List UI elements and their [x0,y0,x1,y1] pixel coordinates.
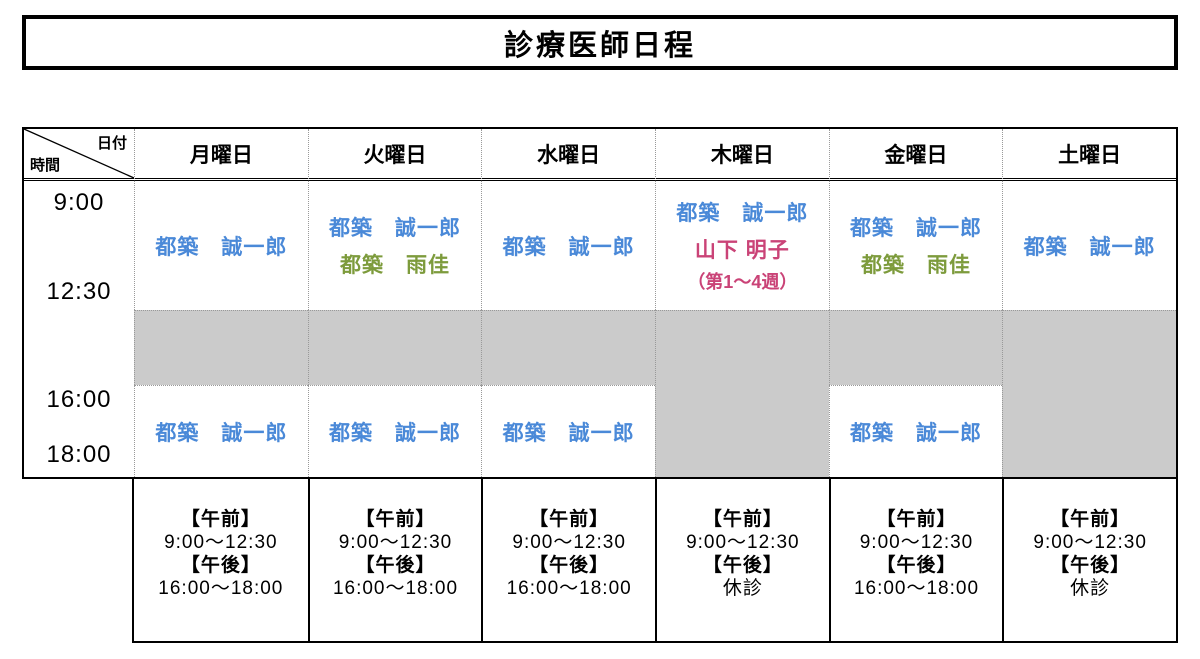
doctor-name: 都築 誠一郎 [328,217,461,240]
hours-saturday: 【午前】 9:00～12:30 【午後】 休診 [1002,479,1176,641]
cell-wednesday-morning: 都築 誠一郎 [481,181,655,310]
am-label: 【午前】 [1050,509,1131,530]
day-label: 木曜日 [710,143,774,167]
pm-label: 【午後】 [529,555,610,576]
doctor-name: 山下 明子 [694,239,790,262]
am-time: 9:00～12:30 [686,532,800,553]
doctor-name: 都築 誠一郎 [502,421,635,445]
day-label: 金曜日 [884,143,948,167]
am-label: 【午前】 [876,509,957,530]
doctor-name: 都築 誠一郎 [676,202,809,225]
am-label: 【午前】 [180,509,261,530]
cell-friday-morning: 都築 誠一郎 都築 雨佳 [828,181,1003,310]
time-label-morning-end: 12:30 [46,278,112,305]
closed-block-thursday-afternoon [655,310,829,477]
am-label: 【午前】 [702,509,783,530]
pm-label: 【午後】 [180,555,261,576]
doctor-name: 都築 雨佳 [339,254,450,277]
day-label: 土曜日 [1058,143,1122,167]
day-label: 火曜日 [363,143,427,167]
cell-friday-afternoon: 都築 誠一郎 [828,385,1003,477]
hours-row: 【午前】 9:00～12:30 【午後】 16:00～18:00 【午前】 9:… [132,477,1178,643]
page-title: 診療医師日程 [503,29,696,62]
doctor-name: 都築 誠一郎 [502,235,635,259]
doctor-name: 都築 誠一郎 [155,235,288,259]
hours-friday: 【午前】 9:00～12:30 【午後】 16:00～18:00 [828,479,1003,641]
pm-label: 【午後】 [1050,555,1131,576]
am-label: 【午前】 [355,509,436,530]
am-label: 【午前】 [529,509,610,530]
doctor-name: 都築 誠一郎 [849,217,982,240]
schedule-table: 日付 時間 月曜日 火曜日 水曜日 木曜日 金曜日 土曜日 9:00 12:30… [22,127,1178,479]
doctor-name: 都築 誠一郎 [155,421,288,445]
header-tuesday: 火曜日 [307,129,482,181]
cell-tuesday-afternoon: 都築 誠一郎 [307,385,482,477]
cell-saturday-morning: 都築 誠一郎 [1002,181,1176,310]
header-wednesday: 水曜日 [481,129,655,181]
hours-thursday: 【午前】 9:00～12:30 【午後】 休診 [655,479,829,641]
break-band-friday [828,310,1003,385]
hours-tuesday: 【午前】 9:00～12:30 【午後】 16:00～18:00 [307,479,482,641]
cell-monday-morning: 都築 誠一郎 [134,181,308,310]
break-band-wednesday [481,310,655,385]
day-label: 水曜日 [537,143,601,167]
day-label: 月曜日 [189,143,253,167]
time-label-afternoon-end: 18:00 [46,441,112,468]
closed-block-saturday-afternoon [1002,310,1176,477]
header-saturday: 土曜日 [1002,129,1176,181]
doctor-name: 都築 雨佳 [860,254,971,277]
break-band-tuesday [307,310,482,385]
am-time: 9:00～12:30 [512,532,626,553]
am-time: 9:00～12:30 [338,532,453,553]
time-label-morning-start: 9:00 [53,189,105,216]
doctor-name: 都築 誠一郎 [849,421,982,445]
header-thursday: 木曜日 [655,129,829,181]
doctor-name: 都築 誠一郎 [328,421,461,445]
cell-wednesday-afternoon: 都築 誠一郎 [481,385,655,477]
doctor-name: 都築 誠一郎 [1023,235,1156,259]
pm-time: 16:00～18:00 [332,578,459,599]
time-label-afternoon-start: 16:00 [46,386,112,413]
title-box: 診療医師日程 [22,15,1178,70]
header-friday: 金曜日 [828,129,1003,181]
am-time: 9:00～12:30 [859,532,974,553]
pm-label: 【午後】 [355,555,436,576]
pm-time: 16:00～18:00 [158,578,284,599]
pm-time-closed: 休診 [722,578,763,599]
corner-time-label: 時間 [30,157,61,174]
break-band-monday [134,310,308,385]
pm-time: 16:00～18:00 [506,578,632,599]
am-time: 9:00～12:30 [1033,532,1147,553]
time-axis-column: 9:00 12:30 16:00 18:00 [24,181,134,477]
corner-cell: 日付 時間 [24,129,134,181]
pm-time-closed: 休診 [1070,578,1111,599]
hours-wednesday: 【午前】 9:00～12:30 【午後】 16:00～18:00 [481,479,655,641]
diagonal-line [24,129,134,178]
pm-label: 【午後】 [876,555,957,576]
doctor-note: （第1～4週） [687,272,798,292]
header-monday: 月曜日 [134,129,308,181]
corner-date-label: 日付 [96,135,127,152]
cell-thursday-morning: 都築 誠一郎 山下 明子 （第1～4週） [655,181,829,310]
cell-tuesday-morning: 都築 誠一郎 都築 雨佳 [307,181,482,310]
pm-time: 16:00～18:00 [853,578,980,599]
hours-monday: 【午前】 9:00～12:30 【午後】 16:00～18:00 [134,479,308,641]
cell-monday-afternoon: 都築 誠一郎 [134,385,308,477]
pm-label: 【午後】 [702,555,783,576]
am-time: 9:00～12:30 [164,532,278,553]
